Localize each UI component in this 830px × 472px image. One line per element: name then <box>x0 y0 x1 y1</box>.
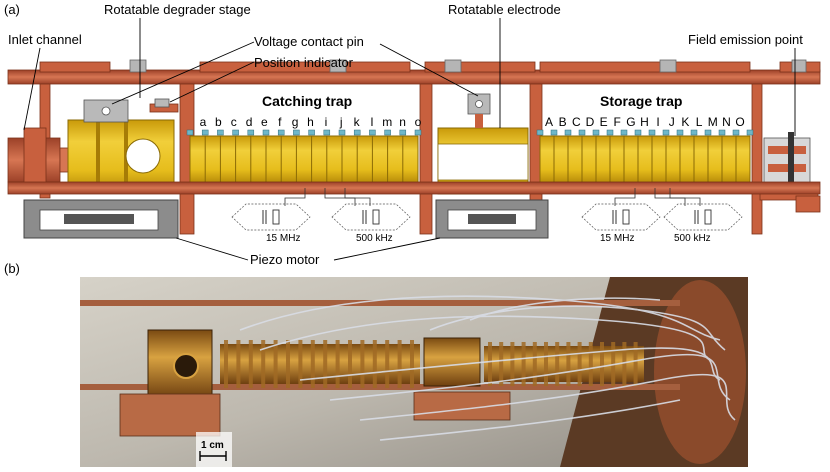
storage-electrode-label-10: K <box>681 115 689 129</box>
rotatable-electrode-part <box>437 93 529 195</box>
circuit-3: 500 kHz <box>663 203 743 244</box>
storage-electrode-label-14: O <box>735 115 744 129</box>
catching-electrode-label-12: m <box>382 115 392 129</box>
field-emission-assembly <box>759 132 821 213</box>
storage-trap-title: Storage trap <box>600 93 682 109</box>
storage-electrode-label-0: A <box>545 115 553 129</box>
storage-electrode-label-2: C <box>572 115 581 129</box>
label-piezo-motor: Piezo motor <box>250 252 320 267</box>
circuits: 15 MHz 500 kHz 15 MHz 500 kHz <box>231 203 743 244</box>
catching-electrode-label-5: f <box>278 115 282 129</box>
circuit-freq-label: 15 MHz <box>266 233 300 244</box>
bottom-rail <box>7 181 821 195</box>
catching-electrode-label-8: i <box>325 115 328 129</box>
leader-lines <box>23 18 796 261</box>
storage-electrode-label-1: B <box>559 115 567 129</box>
photograph <box>80 277 748 467</box>
circuit-0: 15 MHz <box>231 203 311 244</box>
catching-electrode-label-0: a <box>200 115 207 129</box>
catching-electrode-label-2: c <box>231 115 237 129</box>
catching-electrode-label-14: o <box>415 115 422 129</box>
circuit-freq-label: 15 MHz <box>600 233 634 244</box>
storage-electrode-label-9: J <box>669 115 675 129</box>
label-rotatable-electrode: Rotatable electrode <box>448 2 561 17</box>
catching-electrode-label-7: h <box>307 115 314 129</box>
storage-electrode-label-7: H <box>640 115 649 129</box>
storage-electrode-label-5: F <box>614 115 621 129</box>
panel-b-label: (b) <box>4 261 20 276</box>
catching-trap-stack <box>189 135 419 185</box>
circuit-2: 15 MHz <box>581 203 661 244</box>
storage-electrode-label-4: E <box>600 115 608 129</box>
circuit-freq-label: 500 kHz <box>674 233 711 244</box>
storage-electrode-label-3: D <box>586 115 595 129</box>
degrader-stage <box>67 98 179 193</box>
catching-electrode-label-4: e <box>261 115 268 129</box>
label-position-indicator: Position indicator <box>254 55 354 70</box>
label-inlet-channel: Inlet channel <box>8 32 82 47</box>
piezo-motor-right <box>435 199 549 239</box>
catching-electrode-label-11: l <box>371 115 374 129</box>
catching-electrode-label-1: b <box>215 115 222 129</box>
label-voltage-contact-pin: Voltage contact pin <box>254 34 364 49</box>
storage-electrode-label-12: M <box>708 115 718 129</box>
catching-electrode-label-9: j <box>339 115 343 129</box>
piezo-motor-left <box>23 199 179 239</box>
label-rotatable-degrader-stage: Rotatable degrader stage <box>104 2 251 17</box>
circuit-freq-label: 500 kHz <box>356 233 393 244</box>
catching-electrode-label-10: k <box>354 115 361 129</box>
scale-bar: 1 cm <box>196 432 232 467</box>
label-field-emission-point: Field emission point <box>688 32 803 47</box>
storage-electrode-label-13: N <box>722 115 731 129</box>
catching-electrode-label-6: g <box>292 115 299 129</box>
catching-electrode-label-3: d <box>246 115 253 129</box>
catching-electrode-label-13: n <box>399 115 406 129</box>
storage-trap-stack <box>539 135 751 185</box>
storage-electrode-label-11: L <box>696 115 703 129</box>
circuit-wires <box>284 188 701 206</box>
inlet-channel-part <box>7 127 71 193</box>
storage-electrode-label-8: I <box>656 115 659 129</box>
scale-bar-label: 1 cm <box>201 440 224 451</box>
storage-electrode-label-6: G <box>626 115 635 129</box>
panel-a-label: (a) <box>4 2 20 17</box>
circuit-1: 500 kHz <box>331 203 411 244</box>
catching-trap-title: Catching trap <box>262 93 352 109</box>
